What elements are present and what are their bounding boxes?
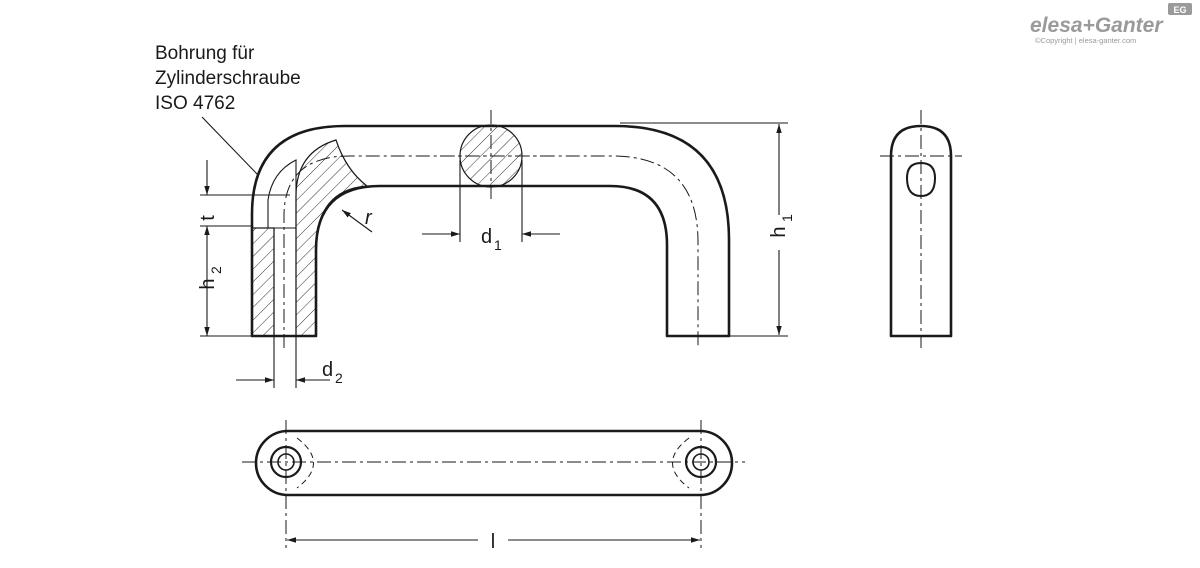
brand-badge-text: EG: [1173, 5, 1186, 15]
r-arrow: [341, 209, 373, 233]
dim-d2: d 2: [236, 336, 343, 388]
dim-t-label: t: [197, 215, 219, 221]
note-line-3: ISO 4762: [155, 93, 235, 114]
dim-l-label: l: [491, 531, 495, 553]
counterbore: [267, 159, 297, 228]
top-hidden-left: [296, 437, 314, 489]
copyright-text: ©Copyright | elesa-ganter.com: [1035, 36, 1136, 45]
top-view-outline: [254, 429, 734, 497]
brand-logo: elesa+Ganter EG ©Copyright | elesa-gante…: [1030, 3, 1192, 45]
dim-h2-label: h 2: [197, 266, 224, 290]
dim-h1: h 1: [620, 122, 795, 337]
note-line-2: Zylinderschraube: [155, 68, 301, 89]
dim-h1-base: h: [768, 226, 790, 237]
section-hatch-leg: [295, 139, 369, 337]
side-view: [880, 110, 962, 348]
dim-h2-base: h: [197, 278, 219, 289]
top-hidden-right: [672, 437, 690, 489]
brand-badge: [1168, 3, 1192, 15]
handle-body: [250, 124, 731, 338]
dim-h1-sub: 1: [779, 214, 795, 222]
handle-centerline: [283, 155, 699, 348]
bore-note: Bohrung für Zylinderschraube ISO 4762: [155, 43, 301, 205]
note-line-1: Bohrung für: [155, 43, 255, 64]
dim-d1: d 1: [422, 160, 560, 253]
dim-d1-base: d: [481, 226, 492, 248]
section-hatch-outer: [251, 227, 275, 337]
dim-l: l: [287, 531, 700, 553]
dim-t-h2: t h 2: [197, 160, 290, 337]
dim-d1-sub: 1: [494, 237, 502, 253]
front-view: [250, 110, 731, 348]
dim-d2-base: d: [322, 359, 333, 381]
dim-r: r: [341, 207, 373, 233]
dim-d2-sub: 2: [335, 370, 343, 386]
top-view: [242, 420, 745, 548]
brand-logo-text: elesa+Ganter: [1030, 14, 1164, 37]
dim-h2-sub: 2: [208, 266, 224, 274]
dim-h1-label: h 1: [768, 214, 795, 238]
dim-r-label: r: [365, 207, 373, 229]
